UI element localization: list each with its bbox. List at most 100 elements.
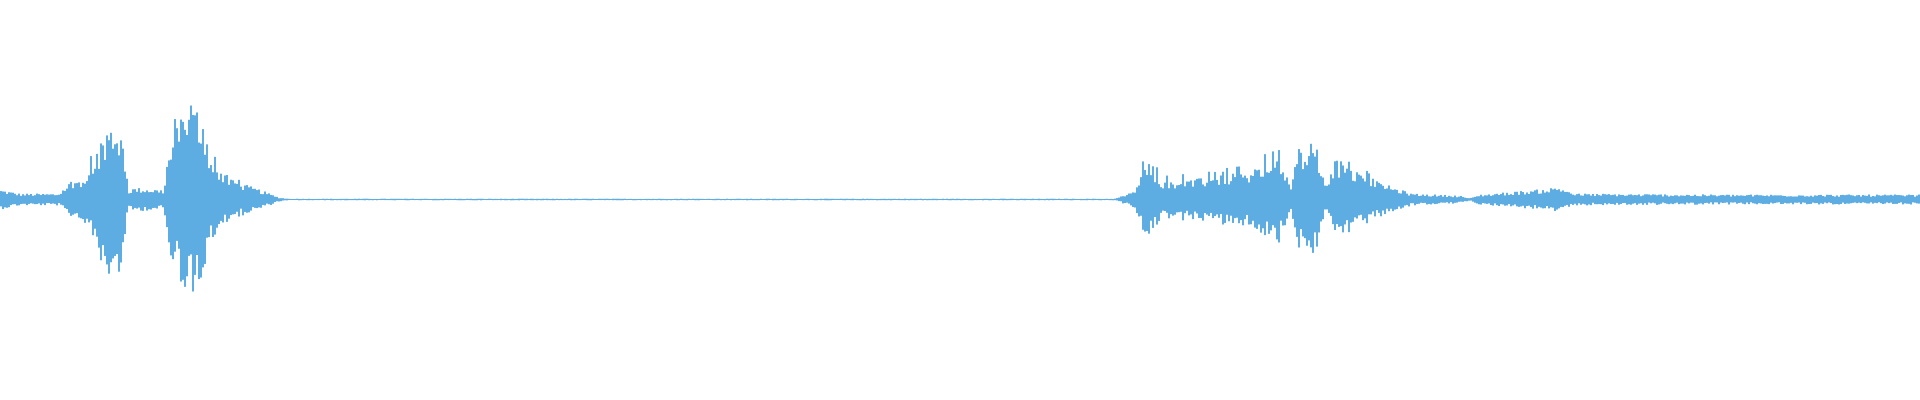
waveform-bar <box>156 190 158 209</box>
waveform-bar <box>1330 174 1332 216</box>
waveform-bar <box>1576 194 1578 206</box>
waveform-bar <box>1122 196 1124 204</box>
waveform-bar <box>1670 195 1672 204</box>
waveform-bar <box>390 198 392 201</box>
waveform-bar <box>678 198 680 201</box>
waveform-bar <box>824 198 826 201</box>
waveform-bar <box>216 172 218 228</box>
waveform-bar <box>700 198 702 200</box>
waveform-bar <box>1780 195 1782 204</box>
waveform-bar <box>82 182 84 220</box>
waveform-bar <box>146 190 148 211</box>
waveform-bar <box>1428 196 1430 204</box>
waveform-bar <box>68 184 70 213</box>
waveform-bar <box>716 198 718 201</box>
waveform-bar <box>530 198 532 201</box>
waveform-bar <box>1388 185 1390 212</box>
waveform-bar <box>448 198 450 201</box>
waveform-bar <box>836 198 838 200</box>
waveform-bar <box>1190 180 1192 215</box>
waveform-bar <box>1584 193 1586 205</box>
waveform-bar <box>756 198 758 201</box>
waveform-bar <box>986 198 988 200</box>
waveform-bar <box>1040 198 1042 201</box>
waveform-bar <box>1162 188 1164 211</box>
waveform-bar <box>266 194 268 204</box>
waveform-bar <box>680 198 682 200</box>
waveform-bar <box>926 198 928 201</box>
waveform-bar <box>1650 195 1652 204</box>
waveform-bar <box>24 195 26 204</box>
waveform-bar <box>1310 143 1312 248</box>
waveform-bar <box>1486 195 1488 204</box>
waveform-bar <box>1740 195 1742 203</box>
waveform-bar <box>1568 192 1570 207</box>
waveform-bar <box>1522 192 1524 206</box>
waveform-bar <box>1400 193 1402 209</box>
waveform-bar <box>956 198 958 201</box>
waveform-bar <box>270 194 272 205</box>
waveform-bar <box>672 199 674 201</box>
waveform-bar <box>1750 194 1752 203</box>
waveform-bar <box>482 198 484 201</box>
waveform-bar <box>888 198 890 201</box>
waveform-bar <box>118 155 120 272</box>
waveform-bar <box>1006 198 1008 201</box>
waveform-bar <box>1748 194 1750 205</box>
waveform-bar <box>260 194 262 208</box>
waveform-bar <box>1128 193 1130 204</box>
waveform-bar <box>472 198 474 201</box>
waveform-bar <box>1156 167 1158 225</box>
waveform-bar <box>640 198 642 201</box>
waveform-bar <box>550 199 552 201</box>
waveform-bar <box>608 198 610 201</box>
waveform-bar <box>1038 198 1040 201</box>
waveform-bar <box>136 191 138 209</box>
waveform-bar <box>256 190 258 209</box>
waveform-bar <box>292 199 294 201</box>
waveform-bar <box>1354 181 1356 218</box>
waveform-bar <box>1260 176 1262 233</box>
waveform-bar <box>1644 194 1646 204</box>
waveform-bar <box>1150 175 1152 221</box>
waveform-bar <box>652 198 654 201</box>
waveform-bar <box>410 198 412 200</box>
waveform-bar <box>1302 169 1304 237</box>
waveform-bar <box>930 198 932 201</box>
waveform-bar <box>1384 189 1386 215</box>
waveform-bar <box>1534 190 1536 206</box>
waveform-bar <box>1762 195 1764 205</box>
waveform-bar <box>1744 195 1746 205</box>
waveform-bar <box>1776 195 1778 203</box>
waveform-bar <box>1322 177 1324 220</box>
waveform-bar <box>1180 184 1182 212</box>
waveform-bar <box>360 198 362 201</box>
waveform-bar <box>1886 195 1888 203</box>
waveform-bar <box>848 198 850 201</box>
waveform-bar <box>516 198 518 201</box>
waveform-bar <box>1016 198 1018 201</box>
waveform-bar <box>1378 182 1380 213</box>
waveform-bar <box>1414 194 1416 206</box>
waveform-bar <box>234 183 236 215</box>
waveform-bar <box>1728 194 1730 205</box>
waveform-bar <box>1026 198 1028 200</box>
waveform-bar <box>1380 184 1382 217</box>
waveform-bar <box>408 198 410 201</box>
waveform-bar <box>304 199 306 200</box>
waveform-bar <box>646 198 648 201</box>
waveform-bar <box>1024 198 1026 201</box>
waveform-bar <box>564 198 566 201</box>
waveform-bar <box>1892 195 1894 204</box>
waveform-bar <box>1368 173 1370 215</box>
waveform-bar <box>728 199 730 200</box>
waveform-bar <box>1034 198 1036 201</box>
waveform-bar <box>1098 198 1100 201</box>
waveform-bar <box>1326 185 1328 210</box>
waveform-bar <box>1072 198 1074 201</box>
waveform-bar <box>1564 191 1566 206</box>
waveform-bar <box>1630 194 1632 205</box>
waveform-bar <box>12 192 14 205</box>
waveform-bar <box>666 199 668 201</box>
